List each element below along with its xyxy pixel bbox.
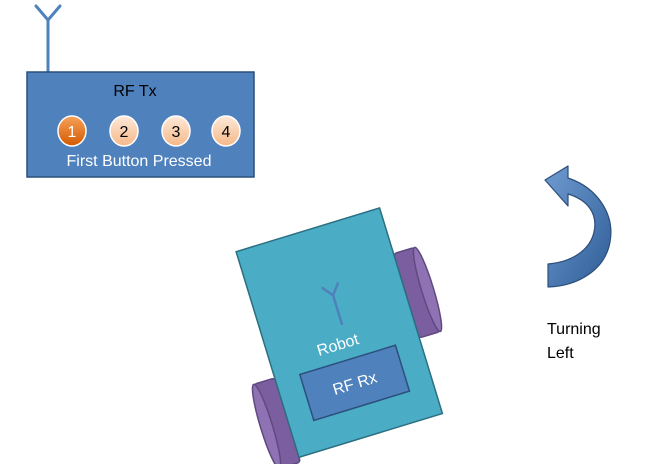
tx-label: RF Tx: [113, 83, 156, 100]
tx-button-4-label: 4: [222, 124, 231, 141]
tx-button-3[interactable]: 3: [161, 115, 191, 147]
rf-receiver: RF Rx: [298, 344, 411, 422]
right-wheel: [393, 246, 443, 338]
tx-button-1-label: 1: [68, 124, 77, 141]
rx-antenna-icon: [321, 282, 344, 326]
tx-button-4[interactable]: 4: [211, 115, 241, 147]
tx-button-2[interactable]: 2: [109, 115, 139, 147]
turning-text-line1: Turning: [547, 321, 601, 338]
robot: Robot RF Rx: [235, 206, 444, 464]
rf-transmitter: RF Tx 1 2 3 4 First Button Pressed: [26, 71, 255, 178]
tx-button-2-label: 2: [120, 124, 129, 141]
tx-button-1[interactable]: 1: [57, 115, 87, 147]
tx-antenna-icon: [34, 4, 62, 74]
turn-left-arrow-icon: [544, 165, 612, 288]
turning-text-line2: Left: [547, 345, 574, 362]
tx-button-3-label: 3: [172, 124, 181, 141]
tx-status-text: First Button Pressed: [67, 153, 212, 170]
